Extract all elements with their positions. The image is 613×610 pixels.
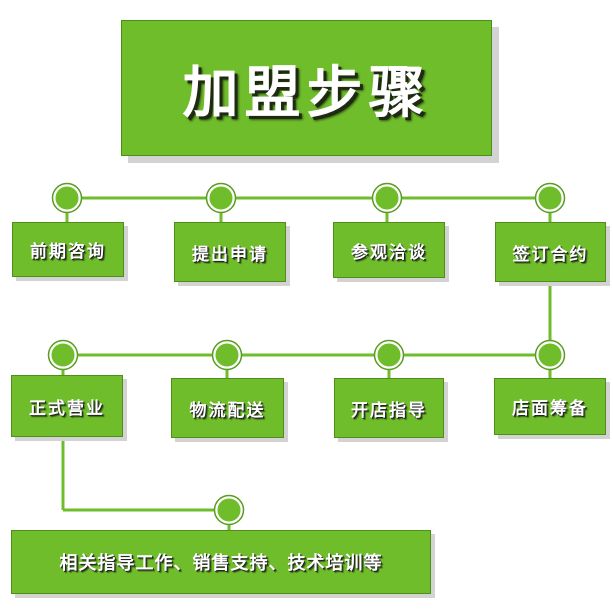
step-label: 签订合约 bbox=[512, 244, 589, 265]
row2-node-1 bbox=[48, 340, 78, 370]
step-box-contract: 签订合约 bbox=[495, 222, 606, 282]
row1-node-3 bbox=[372, 183, 402, 213]
row2-node-2 bbox=[212, 340, 242, 370]
step-box-consult: 前期咨询 bbox=[12, 222, 124, 277]
step-box-store-guidance: 开店指导 bbox=[334, 378, 444, 438]
step-label: 提出申请 bbox=[192, 244, 268, 265]
step-box-logistics: 物流配送 bbox=[171, 378, 284, 438]
row1-node-1 bbox=[52, 183, 82, 213]
row1-node-2 bbox=[206, 183, 236, 213]
step-label: 物流配送 bbox=[189, 400, 266, 421]
row2-node-3 bbox=[374, 340, 404, 370]
page-title: 加盟步骤 bbox=[182, 60, 431, 126]
bottom-node bbox=[214, 495, 244, 525]
step-box-store-prep: 店面筹备 bbox=[494, 378, 606, 435]
support-box: 相关指导工作、销售支持、技术培训等 bbox=[11, 530, 431, 594]
step-label: 前期咨询 bbox=[30, 242, 106, 262]
step-label: 正式营业 bbox=[29, 398, 105, 419]
step-box-open-business: 正式营业 bbox=[11, 375, 123, 437]
support-label: 相关指导工作、销售支持、技术培训等 bbox=[59, 553, 383, 574]
step-label: 开店指导 bbox=[351, 400, 427, 421]
step-box-visit: 参观洽谈 bbox=[333, 222, 445, 278]
step-box-apply: 提出申请 bbox=[174, 222, 286, 282]
title-banner: 加盟步骤 bbox=[121, 20, 492, 156]
row2-node-4 bbox=[535, 340, 565, 370]
step-label: 参观洽谈 bbox=[351, 242, 427, 263]
row1-node-4 bbox=[535, 183, 565, 213]
step-label: 店面筹备 bbox=[512, 399, 588, 419]
